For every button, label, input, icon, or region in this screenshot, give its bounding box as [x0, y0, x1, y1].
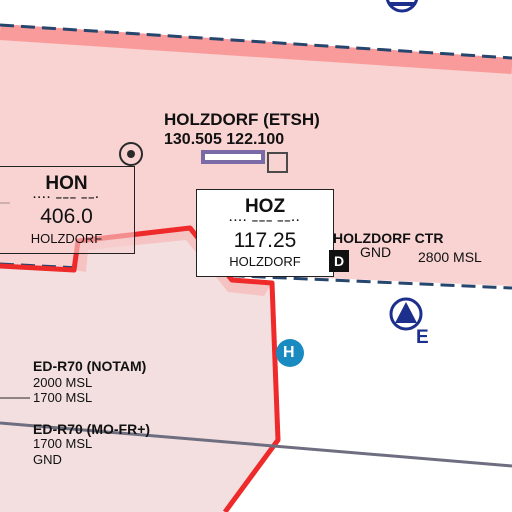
airport-name: HOLZDORF (ETSH) — [164, 110, 320, 129]
restricted-2-upper: 1700 MSL — [33, 436, 93, 451]
restricted-1-name: ED-R70 (NOTAM) — [33, 358, 147, 374]
restricted-2-name: ED-R70 (MO-FR+) — [33, 421, 151, 437]
ndb-morse: ···· ––– ––· — [32, 192, 101, 204]
ctr-class-badge: D — [329, 250, 349, 272]
class-e-symbol — [389, 297, 423, 331]
ndb-symbol — [119, 142, 143, 166]
ndb-ident: HON — [45, 173, 88, 194]
ctr-name: HOLZDORF CTR — [333, 230, 444, 246]
boundary-dashed-top — [0, 23, 512, 60]
vor-info-box: HOZ ···· ––– ––·· 117.25 HOLZDORF — [196, 189, 334, 277]
restricted-1-upper: 2000 MSL — [33, 375, 93, 390]
ctr-zone-border-top — [0, 24, 512, 74]
restricted-1-lower: 1700 MSL — [33, 390, 93, 405]
restricted-2-lower: GND — [33, 452, 62, 467]
vor-morse: ···· ––– ––·· — [229, 215, 301, 227]
heliport-label: H — [283, 344, 295, 361]
class-e-symbol-top — [385, 0, 419, 13]
vor-frequency: 117.25 — [233, 229, 297, 252]
airport-frequencies: 130.505 122.100 — [164, 131, 285, 148]
ctr-lower-limit: GND — [360, 244, 392, 260]
ndb-info-box: HON ···· ––– ––· 406.0 HOLZDORF — [0, 166, 135, 254]
airspace-class-e-label: E — [416, 327, 429, 348]
vor-place: HOLZDORF — [229, 254, 301, 269]
runway-symbol — [201, 150, 265, 164]
heliport-circle — [276, 339, 304, 367]
airport-square-symbol — [267, 152, 288, 173]
ndb-place: HOLZDORF — [30, 231, 103, 246]
vor-ident: HOZ — [244, 196, 286, 217]
ctr-upper-limit: 2800 MSL — [418, 249, 482, 265]
route-line — [0, 421, 512, 468]
ndb-frequency: 406.0 — [40, 205, 93, 228]
